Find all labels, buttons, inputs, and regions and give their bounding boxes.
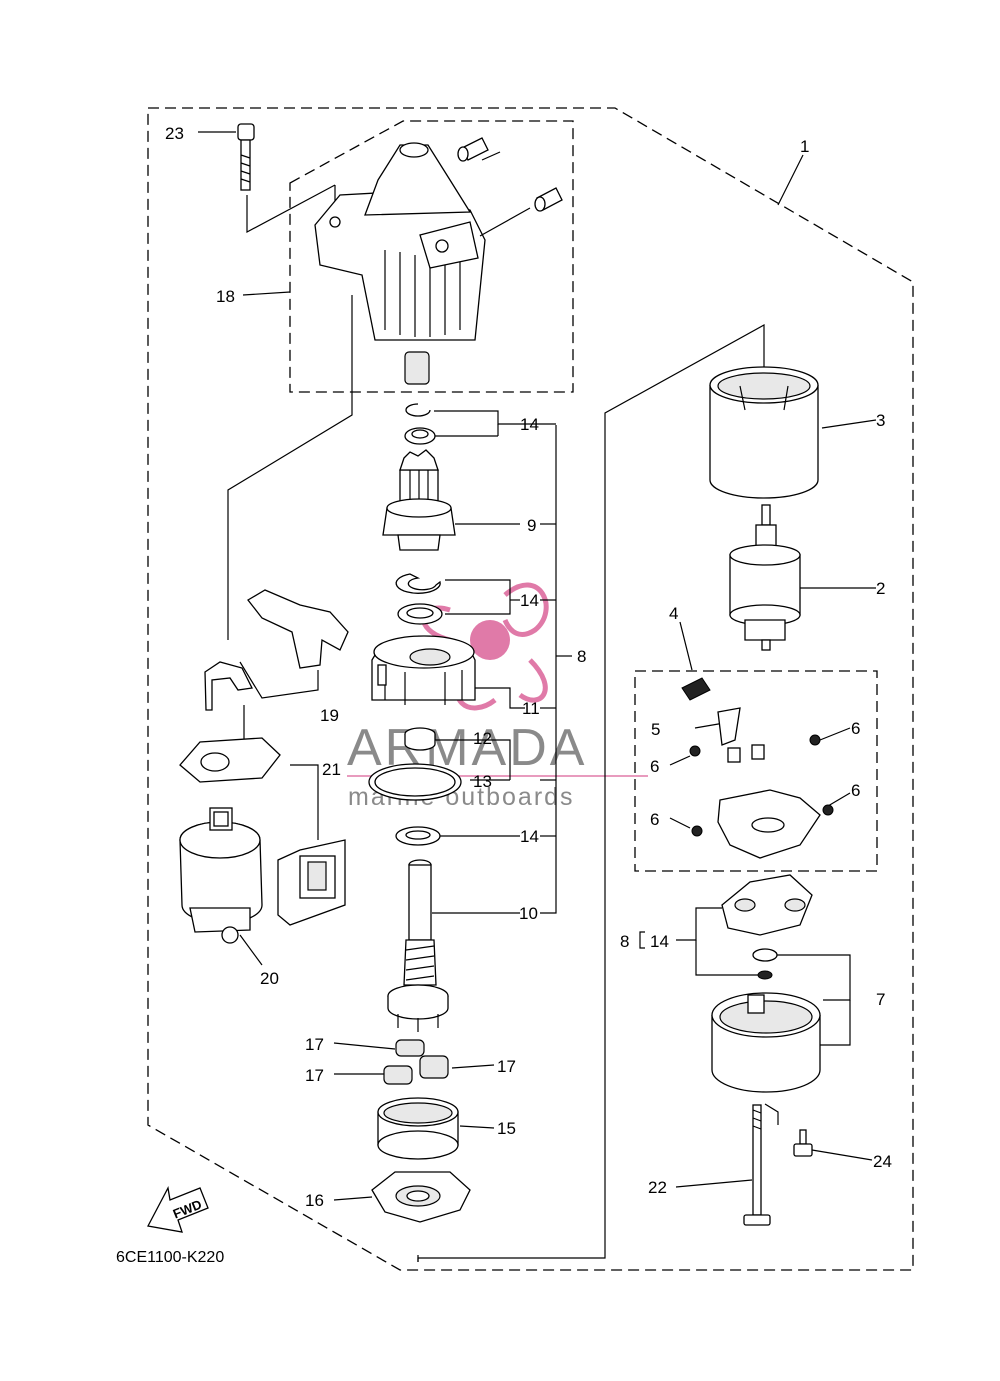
part-19-lever	[204, 589, 349, 711]
part-12-bushing	[404, 727, 436, 751]
callout-9: 9	[527, 516, 536, 535]
callout-7: 7	[876, 990, 885, 1009]
bracket-8-14	[639, 931, 645, 949]
callout-14d: 14	[650, 932, 669, 951]
part-24-screw	[793, 1129, 813, 1157]
leader-lines	[198, 131, 877, 1262]
callout-6d: 6	[650, 810, 659, 829]
callout-17a: 17	[305, 1035, 324, 1054]
callout-10: 10	[519, 904, 538, 923]
part-14-washer-low	[395, 826, 441, 846]
diagram-code: 6CE1100-K220	[116, 1249, 224, 1266]
callout-6b: 6	[650, 757, 659, 776]
callout-19: 19	[320, 706, 339, 725]
callout-17c: 17	[497, 1057, 516, 1076]
callouts: 1 2 3 4 5 6 6 6 6 7 8 8 9 10 11 12 13 14…	[165, 124, 892, 1210]
callout-24: 24	[873, 1152, 892, 1171]
part-14-clip-top	[404, 403, 436, 445]
assembly-outline	[147, 107, 914, 1271]
part-7-end-cover	[711, 874, 821, 1093]
callout-18: 18	[216, 287, 235, 306]
part-4-brush-holder	[681, 677, 834, 859]
callout-1: 1	[800, 137, 809, 156]
part-16-plate	[371, 1171, 471, 1223]
callout-23: 23	[165, 124, 184, 143]
callout-12: 12	[473, 729, 492, 748]
callout-17b: 17	[305, 1066, 324, 1085]
part-10-shaft	[387, 859, 449, 1032]
callout-14b: 14	[520, 591, 539, 610]
callout-13: 13	[473, 772, 492, 791]
part-11-gear-housing	[371, 635, 476, 705]
callout-5: 5	[651, 720, 660, 739]
fwd-arrow-icon: FWD	[147, 1185, 209, 1233]
part-22-long-bolt	[743, 1104, 771, 1226]
callout-3: 3	[876, 411, 885, 430]
part-21-gasket	[179, 737, 346, 926]
brush-holder-outline	[634, 670, 878, 872]
callout-22: 22	[648, 1178, 667, 1197]
part-3-yoke	[709, 366, 819, 499]
part-15-ring-gear	[377, 1097, 459, 1160]
part-2-armature	[729, 504, 801, 651]
callout-14c: 14	[520, 827, 539, 846]
callout-14a: 14	[520, 415, 539, 434]
callout-2: 2	[876, 579, 885, 598]
callout-6a: 6	[851, 719, 860, 738]
part-20-solenoid	[179, 807, 263, 944]
callout-16: 16	[305, 1191, 324, 1210]
callout-8b: 8	[620, 932, 629, 951]
housing-outline	[289, 120, 574, 393]
callout-21: 21	[322, 760, 341, 779]
part-14-clip-mid	[395, 573, 443, 625]
part-23-bolt	[237, 123, 255, 191]
callout-4: 4	[669, 604, 678, 623]
watermark-brand: ARMADA	[347, 719, 587, 777]
callout-8a: 8	[577, 647, 586, 666]
callout-20: 20	[260, 969, 279, 988]
callout-6c: 6	[851, 781, 860, 800]
callout-15: 15	[497, 1119, 516, 1138]
part-17-gears	[383, 1039, 449, 1085]
part-9-pinion	[382, 449, 456, 551]
callout-11: 11	[522, 699, 540, 718]
part-18-housing	[314, 137, 563, 385]
part-13-ring	[368, 763, 462, 801]
